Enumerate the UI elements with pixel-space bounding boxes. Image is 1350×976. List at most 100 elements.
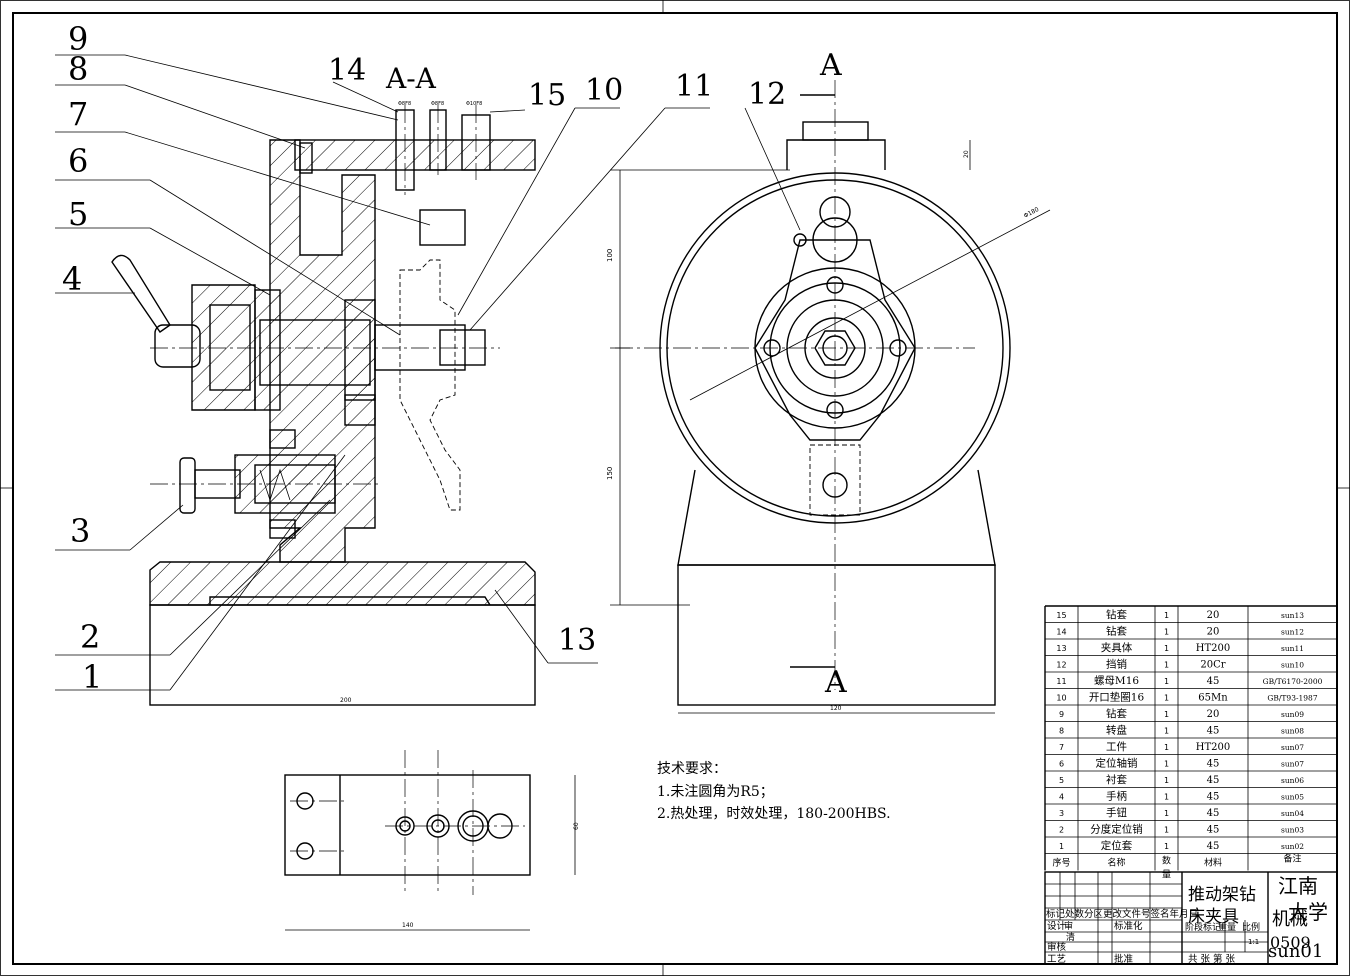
school-3: 机械	[1272, 909, 1308, 930]
bom-row-remark: sun07	[1281, 743, 1304, 752]
row-shen: 审	[1064, 920, 1073, 932]
bom-row-remark: sun13	[1281, 611, 1304, 620]
bom-header-name: 名称	[1107, 857, 1125, 869]
section-label: A-A	[385, 62, 437, 95]
bom-row-no: 3	[1059, 809, 1064, 818]
bom-row-name: 钻套	[1106, 707, 1128, 720]
drawing-code-2: sun01	[1268, 941, 1323, 962]
balloon-3: 3	[70, 512, 90, 550]
bom-row-qty: 1	[1164, 793, 1169, 802]
bom-row-qty: 1	[1164, 694, 1169, 703]
bom-header-remark: 备注	[1283, 853, 1301, 865]
bom-row-no: 5	[1059, 776, 1064, 785]
bom-row-remark: GB/T6170-2000	[1263, 677, 1323, 686]
dim-drill-2: Φ8F8	[431, 101, 444, 107]
bom-row-name: 工件	[1106, 741, 1127, 753]
row-qing: 清	[1066, 931, 1075, 943]
notes-line-2: 2.热处理，时效处理，180-200HBS.	[657, 806, 891, 822]
balloon-15: 15	[528, 78, 566, 113]
title-block	[1044, 871, 1338, 965]
balloon-10: 10	[585, 73, 623, 108]
bom-row-material: 45	[1207, 825, 1220, 836]
bom-row-qty: 1	[1164, 760, 1169, 769]
bom-row-remark: sun03	[1281, 826, 1304, 835]
balloon-leaders	[55, 54, 801, 691]
bom-header-qty2: 量	[1162, 870, 1171, 881]
bom-row-no: 1	[1059, 842, 1064, 851]
bom-row-qty: 1	[1164, 727, 1169, 736]
balloon-12: 12	[748, 77, 786, 112]
bom-row-qty: 1	[1164, 842, 1169, 851]
side-view: 100 150 20 Φ180 120	[606, 80, 1051, 714]
bom-row-name: 钻套	[1106, 608, 1128, 621]
bom-row-name: 手柄	[1106, 790, 1127, 803]
bom-row-name: 手钮	[1106, 806, 1128, 819]
scale-value: 1:1	[1248, 938, 1259, 946]
bom-row-no: 14	[1056, 628, 1066, 637]
drawing-frame	[12, 12, 1338, 965]
bom-row-no: 4	[1059, 793, 1064, 802]
dim-top-block: 20	[963, 150, 970, 158]
dim-drill-3: Φ10F8	[466, 101, 482, 107]
bom-row-name: 衬套	[1106, 773, 1128, 786]
bom-row-qty: 1	[1164, 611, 1169, 620]
bom-row-no: 13	[1056, 644, 1066, 653]
balloon-5: 5	[68, 195, 88, 233]
bom-row-material: 20Cr	[1200, 660, 1225, 671]
school-2: 大学	[1288, 900, 1328, 924]
bom-row-remark: sun05	[1281, 793, 1304, 802]
bom-header-material: 材料	[1204, 857, 1222, 869]
bom-row-name: 钻套	[1106, 625, 1128, 638]
bom-row-remark: sun11	[1281, 644, 1304, 653]
bom-row-material: 45	[1207, 792, 1220, 803]
bom-row-material: 20	[1207, 709, 1220, 720]
sheets-label: 共 张 第 张	[1188, 953, 1236, 965]
balloon-2: 2	[80, 618, 100, 656]
bom-row-no: 11	[1056, 677, 1066, 686]
bom-row-name: 定位套	[1101, 839, 1133, 852]
school-1: 江南	[1278, 874, 1318, 898]
bom-row-qty: 1	[1164, 628, 1169, 637]
bom-row-name: 分度定位销	[1090, 823, 1143, 836]
bom-row-material: 20	[1207, 627, 1220, 638]
bom-row-remark: sun02	[1281, 842, 1304, 851]
dim-front-width: 200	[340, 697, 352, 704]
stage-label: 阶段标记	[1185, 921, 1221, 933]
bom-row-material: HT200	[1196, 742, 1230, 753]
scale-label: 比例	[1242, 921, 1260, 933]
bom-row-remark: GB/T93-1987	[1267, 694, 1317, 703]
bom-row-material: 45	[1207, 808, 1220, 819]
cut-marker-bottom: A	[824, 665, 847, 700]
bom-row-remark: sun12	[1281, 628, 1304, 637]
bom-row-remark: sun10	[1281, 661, 1304, 670]
bom-row-qty: 1	[1164, 826, 1169, 835]
dim-plan-height: 60	[573, 822, 580, 830]
title-line-1: 推动架钻	[1188, 885, 1256, 905]
bom-row-remark: sun08	[1281, 727, 1304, 736]
front-section-view: 200	[111, 105, 536, 706]
balloon-13: 13	[558, 623, 596, 658]
drawing-code-1: 0509	[1270, 933, 1311, 952]
cut-marker-top: A	[819, 48, 842, 83]
dim-plan-width: 140	[402, 922, 414, 929]
balloon-7: 7	[68, 95, 88, 133]
bom-row-no: 8	[1059, 727, 1064, 736]
bom-header-qty: 数	[1162, 855, 1171, 867]
bom-row-qty: 1	[1164, 644, 1169, 653]
balloon-14: 14	[328, 53, 366, 88]
dim-side-upper: 100	[606, 249, 614, 262]
process-label: 工艺	[1047, 954, 1066, 965]
bom-row-no: 2	[1059, 826, 1064, 835]
bom-row-name: 挡销	[1106, 658, 1127, 671]
bom-row-material: 45	[1207, 676, 1220, 687]
balloon-9: 9	[68, 20, 88, 58]
balloon-11: 11	[675, 69, 713, 104]
dim-drill-1: Φ8F8	[398, 101, 411, 107]
bom-row-qty: 1	[1164, 809, 1169, 818]
bom-row-no: 9	[1059, 710, 1064, 719]
bom-row-no: 7	[1059, 743, 1064, 752]
bom-row-no: 12	[1056, 661, 1066, 670]
